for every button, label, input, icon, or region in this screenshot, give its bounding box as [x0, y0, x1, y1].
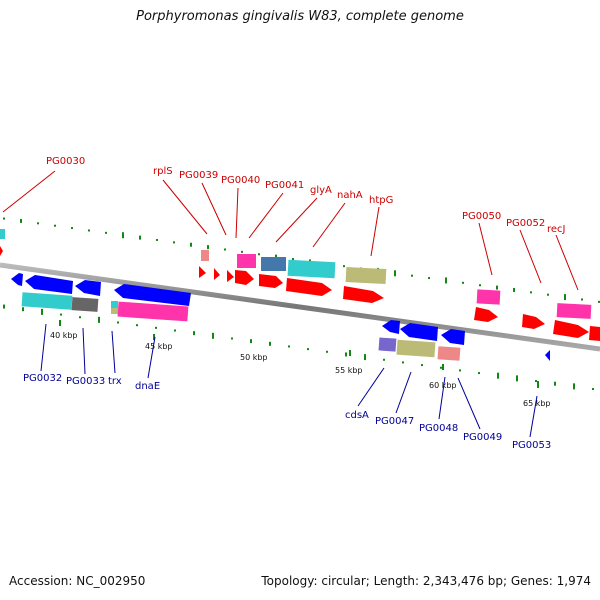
gene-label-forward: PG0039	[179, 170, 218, 181]
leader-line	[478, 222, 493, 276]
leader-line	[519, 229, 542, 284]
reverse-cds	[75, 280, 101, 296]
forward-cds	[199, 266, 206, 278]
leader-line	[147, 336, 156, 379]
accession-text: Accession: NC_002950	[9, 574, 146, 588]
gene-label-reverse: PG0049	[463, 432, 502, 443]
gc-track-lower	[3, 304, 594, 391]
leader-line	[111, 330, 116, 374]
topology-text: Topology: circular; Length: 2,343,476 bp…	[261, 574, 591, 588]
gene-label-reverse: dnaE	[135, 381, 160, 392]
forward-cds	[553, 320, 589, 338]
forward-cds-track	[0, 246, 600, 341]
forward-leader-lines	[2, 170, 579, 291]
gene-label-forward: rplS	[153, 166, 173, 177]
reverse-cds	[11, 273, 23, 286]
cog-block	[556, 303, 592, 319]
gene-label-reverse: PG0053	[512, 440, 551, 451]
cog-block	[21, 292, 73, 310]
cog-block	[111, 308, 118, 314]
leader-line	[529, 395, 538, 438]
cog-block	[201, 250, 209, 261]
cog-block	[396, 339, 436, 358]
leader-line	[2, 170, 56, 213]
leader-line	[357, 367, 385, 407]
leader-line	[275, 197, 318, 243]
forward-cds	[522, 314, 545, 329]
cog-block	[117, 301, 189, 322]
gene-label-forward: htpG	[369, 195, 393, 206]
scale-label-55: 55 kbp	[335, 366, 363, 375]
cog-block	[237, 254, 256, 268]
scale-label-50: 50 kbp	[240, 353, 268, 362]
reverse-cds	[382, 320, 400, 334]
gene-label-forward: PG0041	[265, 180, 304, 191]
gene-label-reverse: PG0048	[419, 423, 458, 434]
forward-cds	[235, 270, 254, 285]
cog-block	[111, 301, 118, 308]
gene-label-forward: recJ	[547, 224, 566, 235]
gene-label-forward: PG0052	[506, 218, 545, 229]
gene-label-forward: PG0030	[46, 156, 85, 167]
leader-line	[457, 377, 481, 430]
gene-label-reverse: PG0032	[23, 373, 62, 384]
gene-label-forward: PG0050	[462, 211, 501, 222]
leader-line	[248, 192, 284, 239]
gene-label-forward: glyA	[310, 185, 332, 196]
cog-block	[261, 257, 286, 271]
leader-line	[555, 234, 579, 291]
forward-cds	[214, 268, 220, 280]
forward-cds	[474, 307, 498, 322]
reverse-cds	[545, 350, 550, 361]
cog-block	[0, 229, 5, 239]
forward-cds	[0, 246, 3, 256]
cog-block	[437, 346, 461, 361]
leader-line	[162, 179, 208, 235]
genome-backbone	[0, 262, 600, 352]
leader-line	[40, 323, 47, 372]
reverse-cds	[400, 323, 438, 341]
reverse-leader-lines	[40, 323, 538, 438]
leader-line	[82, 327, 86, 375]
leader-line	[438, 376, 446, 420]
cog-block	[378, 337, 397, 352]
leader-line	[312, 202, 346, 248]
reverse-cds	[441, 329, 465, 345]
gene-label-forward: nahA	[337, 190, 363, 201]
scale-label-45: 45 kbp	[145, 342, 173, 351]
scale-label-65: 65 kbp	[523, 399, 551, 408]
leader-line	[235, 187, 239, 239]
forward-cds	[589, 326, 600, 341]
forward-cds	[286, 278, 332, 296]
cog-block	[476, 289, 501, 305]
map-title: Porphyromonas gingivalis W83, complete g…	[136, 9, 464, 24]
cog-blocks-forward	[0, 229, 592, 319]
gene-label-reverse: PG0033	[66, 376, 105, 387]
gene-label-reverse: trx	[108, 376, 122, 387]
gene-label-reverse: cdsA	[345, 410, 369, 421]
scale-ticks	[59, 320, 539, 388]
gene-label-reverse: PG0047	[375, 416, 414, 427]
reverse-cds-track	[11, 273, 550, 361]
forward-cds	[259, 274, 283, 288]
forward-cds	[227, 270, 234, 282]
cog-blocks-reverse	[21, 292, 461, 361]
gene-label-forward: PG0040	[221, 175, 260, 186]
cog-block	[287, 259, 336, 279]
leader-line	[370, 206, 380, 257]
reverse-cds	[114, 284, 191, 306]
forward-cds	[343, 286, 384, 303]
cog-block	[71, 297, 99, 312]
leader-line	[201, 182, 227, 236]
leader-line	[395, 371, 412, 414]
scale-label-40: 40 kbp	[50, 331, 78, 340]
scale-label-60: 60 kbp	[429, 381, 457, 390]
cog-block	[345, 266, 387, 285]
reverse-cds	[25, 275, 73, 294]
